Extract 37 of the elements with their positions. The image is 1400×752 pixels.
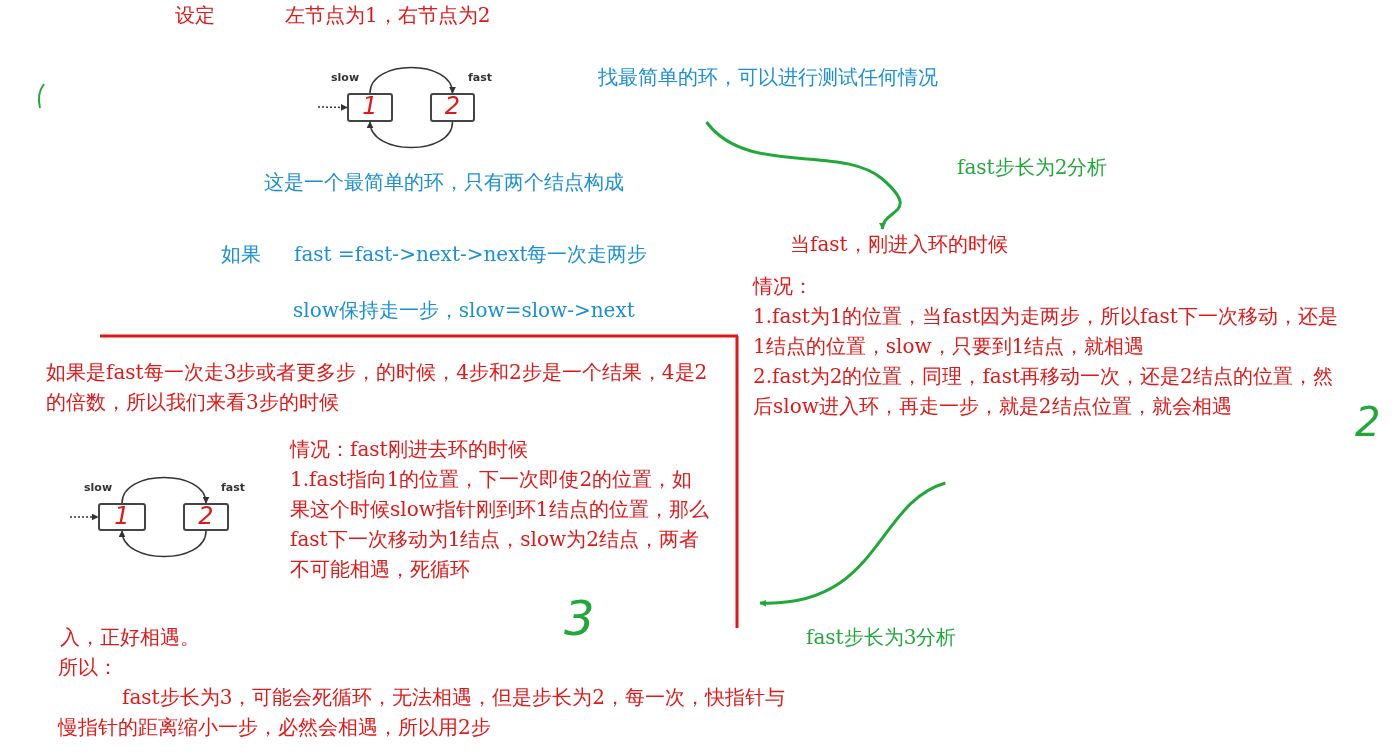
arrow: [759, 481, 946, 607]
list-node-box: 1: [98, 503, 146, 531]
pointer-label: fast: [221, 481, 245, 494]
note-text: 所以：: [58, 654, 118, 681]
note-text: 2.fast为2的位置，同理，fast再移动一次，还是2结点的位置，然后slow进入环，再走一步，就是2结点位置，就会相遇: [753, 363, 1334, 420]
arrow: [69, 513, 99, 521]
pointer-label: fast: [468, 71, 492, 84]
note-text: 1.fast指向1的位置，下一次即使2的位置，如果这个时候slow指针刚到环1结点的位置，那么fast下一次移动为1结点，slow为2结点，两者不可能相遇，死循环: [290, 466, 710, 583]
note-text: fast =fast->next->next每一次走两步: [294, 241, 648, 268]
note-text: 设定: [175, 2, 215, 29]
note-text: 左节点为1，右节点为2: [285, 2, 491, 29]
pointer-label: slow: [331, 71, 360, 84]
arrow: [317, 103, 348, 111]
arrow: [367, 121, 454, 149]
note-text: fast步长为3，可能会死循环，无法相遇，但是步长为2，每一次，快指针与慢指针的距离缩小一步，必然会相遇，所以用2步: [58, 684, 787, 741]
pointer-label: slow: [84, 481, 113, 494]
arrow: [705, 121, 902, 230]
arrow: [121, 476, 209, 504]
note-text: 情况：fast刚进去环的时候: [290, 436, 528, 463]
list-node-box: 1: [347, 93, 393, 122]
list-node-box: 2: [183, 503, 229, 531]
list-node-box: 2: [430, 93, 475, 122]
note-text: fast步长为3分析: [806, 624, 957, 651]
note-text: 如果: [221, 241, 261, 268]
handwritten-digit: 2: [1355, 400, 1381, 444]
arrow: [369, 66, 455, 94]
note-text: 找最简单的环，可以进行测试任何情况: [598, 62, 948, 92]
arrow: [119, 530, 207, 558]
note-text: slow保持走一步，slow=slow->next: [293, 297, 635, 324]
note-text: fast步长为2分析: [957, 154, 1108, 181]
note-text: 入，正好相遇。: [60, 624, 200, 651]
handwritten-digit: 3: [564, 592, 595, 644]
note-text: 情况：: [753, 273, 814, 300]
note-text: 这是一个最简单的环，只有两个结点构成: [264, 169, 624, 196]
note-text: 当fast，刚进入环的时候: [790, 229, 1070, 259]
note-text: 如果是fast每一次走3步或者更多步，的时候，4步和2步是一个结果，4是2的倍数，所以我们来看3步的时候: [46, 359, 709, 416]
note-text: 1.fast为1的位置，当fast因为走两步，所以fast下一次移动，还是1结点的位置，slow，只要到1结点，就相遇: [753, 303, 1339, 360]
